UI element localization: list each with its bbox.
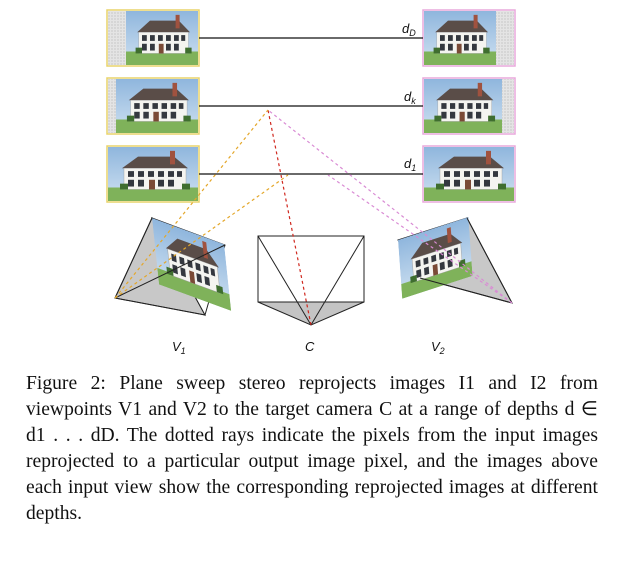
v2-image-depth-dD — [422, 9, 516, 67]
v2-image-depth-d1 — [422, 145, 516, 203]
ray-c — [267, 109, 312, 326]
v1-image-depth-dk — [106, 77, 200, 135]
depth-label-dk: dk — [404, 89, 416, 106]
camera-label-v2: V2 — [431, 339, 445, 356]
v2-image-depth-dk — [422, 77, 516, 135]
ray-v2-far — [267, 109, 513, 304]
ray-v1-near — [114, 174, 289, 299]
v1-image-depth-dD — [106, 9, 200, 67]
depth-label-d1: d1 — [404, 156, 416, 173]
camera-v1 — [114, 216, 232, 317]
ray-v2-near — [327, 174, 513, 304]
caption-text: Plane sweep stereo reprojects images I1 … — [26, 373, 598, 524]
depth-planes — [199, 37, 423, 175]
caption-label: Figure 2: — [26, 373, 106, 394]
camera-c — [257, 235, 365, 326]
depth-label-dD: dD — [402, 21, 416, 38]
reprojection-rays — [114, 109, 513, 326]
plane-sweep-diagram: dD dk d1 V1 C V2 — [106, 9, 516, 356]
v1-image-depth-d1 — [106, 145, 200, 203]
camera-v2 — [397, 217, 513, 304]
camera-label-v1: V1 — [172, 339, 186, 356]
ray-v1-far — [114, 109, 269, 299]
v2-reprojected-images — [422, 9, 516, 203]
figure-caption: Figure 2: Plane sweep stereo reprojects … — [26, 371, 598, 527]
camera-label-c: C — [305, 339, 315, 354]
v1-reprojected-images — [106, 9, 200, 203]
